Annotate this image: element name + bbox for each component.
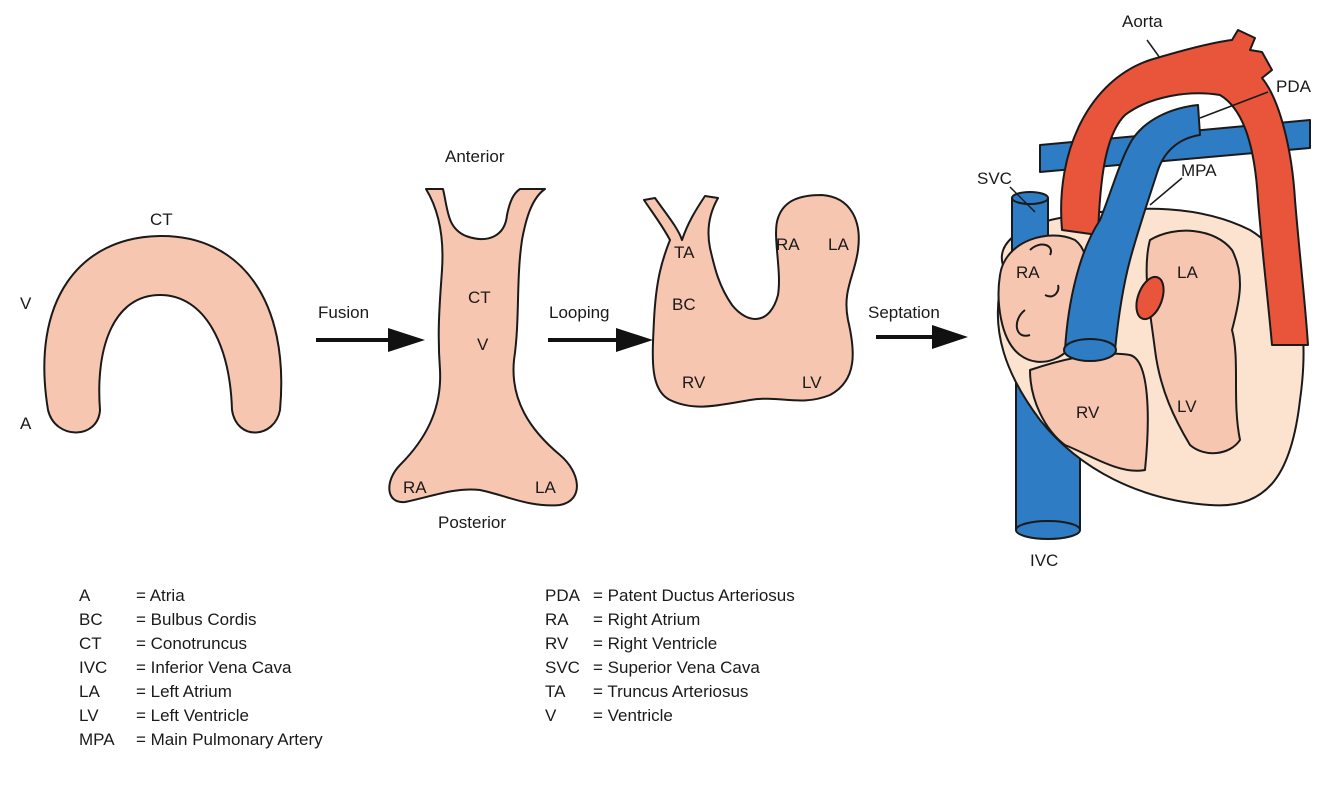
legend-definition: = Left Atrium xyxy=(136,682,232,701)
legend-entry: LV = Left Ventricle xyxy=(79,704,323,728)
stage4-ra-label: RA xyxy=(1016,263,1040,282)
septation-label: Septation xyxy=(868,303,940,322)
legend-entry: BC = Bulbus Cordis xyxy=(79,608,323,632)
legend-entry: RV = Right Ventricle xyxy=(545,632,795,656)
legend-abbreviation: LV xyxy=(79,706,99,725)
looping-label: Looping xyxy=(549,303,610,322)
legend-abbreviation: MPA xyxy=(79,730,115,749)
stage3-looped-heart: TA BC RA LA RV LV xyxy=(643,194,860,408)
legend-abbreviation: IVC xyxy=(79,658,108,677)
looping-arrow: Looping xyxy=(548,303,653,352)
legend-abbreviation: CT xyxy=(79,634,102,653)
stage2-ra-label: RA xyxy=(403,478,427,497)
stage4-mpa-label: MPA xyxy=(1181,161,1217,180)
legend-abbreviation: LA xyxy=(79,682,100,701)
stage4-ivc-label: IVC xyxy=(1030,551,1058,570)
legend-definition: = Right Atrium xyxy=(593,610,701,629)
legend-abbreviation: SVC xyxy=(545,658,580,677)
stage3-ra-label: RA xyxy=(776,235,800,254)
heart-tube-shape xyxy=(43,234,283,434)
legend-entry: TA = Truncus Arteriosus xyxy=(545,680,795,704)
legend-abbreviation: TA xyxy=(545,682,566,701)
legend-entry: A = Atria xyxy=(79,584,323,608)
stage3-rv-label: RV xyxy=(682,373,706,392)
pulmonary-vein-stub xyxy=(1135,275,1165,321)
stage4-mature-heart: Aorta PDA SVC MPA RA LA RV LV IVC xyxy=(977,12,1312,570)
legend-entry: CT = Conotruncus xyxy=(79,632,323,656)
fusion-arrow: Fusion xyxy=(316,303,425,352)
fusion-label: Fusion xyxy=(318,303,369,322)
stage4-svc-label: SVC xyxy=(977,169,1012,188)
legend-definition: = Conotruncus xyxy=(136,634,248,653)
stage2-ct-label: CT xyxy=(468,288,491,307)
legend-abbreviation: A xyxy=(79,586,91,605)
legend-entry: RA = Right Atrium xyxy=(545,608,795,632)
legend-entry: V = Ventricle xyxy=(545,704,795,728)
stage2-fused-tube: Anterior CT V RA LA Posterior xyxy=(388,147,578,532)
legend-definition: = Left Ventricle xyxy=(136,706,249,725)
stage3-la-label: LA xyxy=(828,235,849,254)
legend-definition: = Patent Ductus Arteriosus xyxy=(593,586,795,605)
stage2-posterior-label: Posterior xyxy=(438,513,506,532)
legend-definition: = Ventricle xyxy=(593,706,673,725)
legend-definition: = Main Pulmonary Artery xyxy=(136,730,323,749)
stage3-bc-label: BC xyxy=(672,295,696,314)
left-chambers xyxy=(1145,229,1241,455)
legend-definition: = Superior Vena Cava xyxy=(593,658,760,677)
legend-entry: SVC = Superior Vena Cava xyxy=(545,656,795,680)
legend-definition: = Bulbus Cordis xyxy=(136,610,257,629)
stage2-v-label: V xyxy=(477,335,489,354)
aorta-vessel xyxy=(1060,29,1309,346)
legend-definition: = Truncus Arteriosus xyxy=(593,682,749,701)
stage2-la-label: LA xyxy=(535,478,556,497)
stage1-ct-label: CT xyxy=(150,210,173,229)
legend-entry: MPA = Main Pulmonary Artery xyxy=(79,728,323,752)
stage4-pda-label: PDA xyxy=(1276,77,1312,96)
stage4-aorta-label: Aorta xyxy=(1122,12,1163,31)
looped-heart-shape xyxy=(643,194,860,408)
legend-definition: = Atria xyxy=(136,586,185,605)
stage1-heart-tube: CT V A xyxy=(20,210,283,434)
stage4-lv-label: LV xyxy=(1177,397,1197,416)
legend-abbreviation: RA xyxy=(545,610,569,629)
legend-definition: = Right Ventricle xyxy=(593,634,718,653)
legend-abbreviation: V xyxy=(545,706,557,725)
legend-entry: LA = Left Atrium xyxy=(79,680,323,704)
stage2-anterior-label: Anterior xyxy=(445,147,505,166)
legend-abbreviation: PDA xyxy=(545,586,580,605)
legend-abbreviation: RV xyxy=(545,634,569,653)
fused-tube-shape xyxy=(388,188,578,507)
stage4-rv-label: RV xyxy=(1076,403,1100,422)
legend-definition: = Inferior Vena Cava xyxy=(136,658,292,677)
stage1-v-label: V xyxy=(20,294,32,313)
stage3-ta-label: TA xyxy=(674,243,695,262)
legend-entry: PDA = Patent Ductus Arteriosus xyxy=(545,584,795,608)
legend-abbreviation: BC xyxy=(79,610,103,629)
stage1-a-label: A xyxy=(20,414,32,433)
legend-entry: IVC = Inferior Vena Cava xyxy=(79,656,323,680)
mpa-vessel xyxy=(1063,104,1201,362)
stage3-lv-label: LV xyxy=(802,373,822,392)
septation-arrow: Septation xyxy=(868,303,968,349)
stage4-la-label: LA xyxy=(1177,263,1198,282)
